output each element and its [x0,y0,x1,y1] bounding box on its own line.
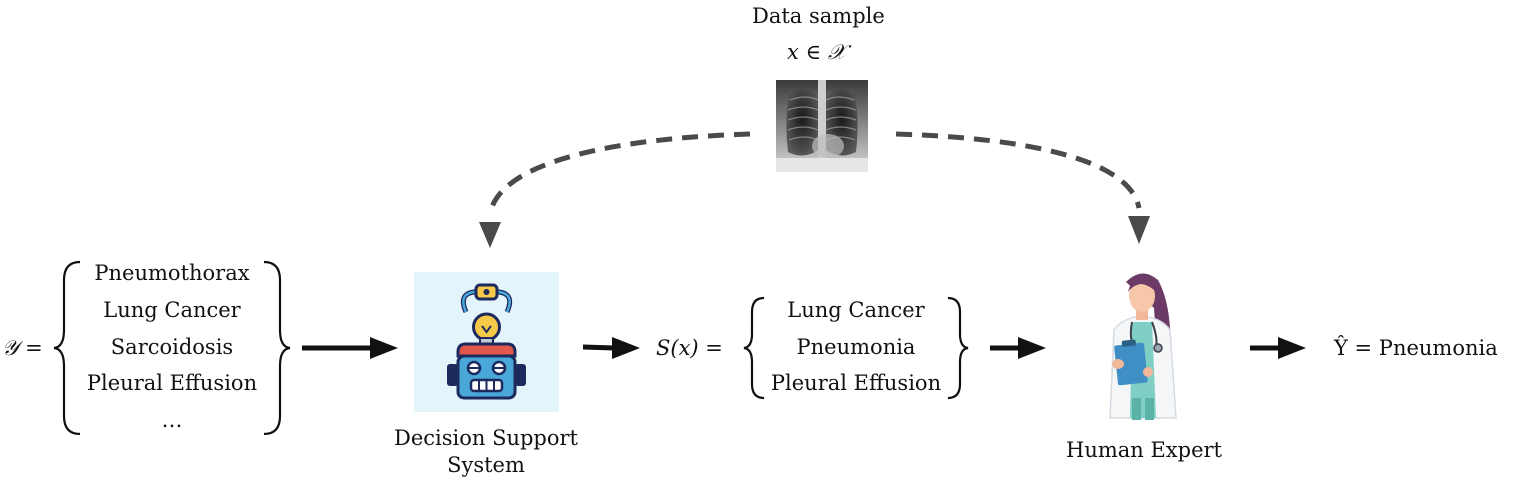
chest-xray-image [776,80,868,172]
label-space-item: Pneumothorax [94,261,250,285]
label-space-right-brace [263,260,291,436]
data-sample-formula: x ∈ 𝒳 [787,40,846,64]
label-space-left-brace [53,260,81,436]
robot-lightbulb-icon [447,283,526,400]
dashed-arrow-to-expert [895,131,1142,209]
arrow-set-to-expert [990,337,1046,359]
arrow-expert-to-output [1250,337,1306,359]
dashed-arrow-to-expert-head [1128,216,1150,244]
label-space-item: Lung Cancer [103,298,241,322]
output-label: Ŷ = Pneumonia [1334,336,1498,360]
doctor-illustration [1109,273,1177,420]
dss-label-line1: Decision Support [394,426,578,450]
label-space-item: Sarcoidosis [110,335,234,359]
dashed-arrow-to-dss-head [479,222,501,248]
label-space-symbol: 𝒴 = [2,336,43,360]
arrow-labels-to-dss [302,337,398,359]
prediction-set-symbol: S(x) = [656,336,723,360]
prediction-set-item: Lung Cancer [787,298,925,322]
dss-label-line2: System [447,453,525,477]
label-space-item: … [161,408,183,432]
arrow-dss-to-set [582,337,640,359]
prediction-set-left-brace [743,296,765,400]
label-space-item: Pleural Effusion [86,371,258,395]
dss-box [414,272,559,412]
data-sample-title: Data sample [752,4,885,28]
prediction-set-item: Pleural Effusion [770,371,942,395]
prediction-set-item: Pneumonia [796,335,916,359]
prediction-set-right-brace [947,296,969,400]
expert-label: Human Expert [1066,438,1222,462]
dashed-arrow-to-dss [487,131,751,215]
